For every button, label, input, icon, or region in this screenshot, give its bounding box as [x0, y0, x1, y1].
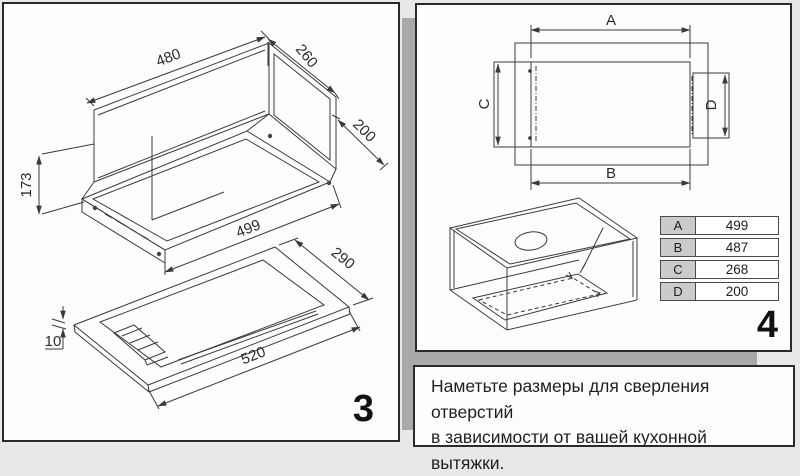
- body-dimensions: 480 260 200 173 499: [18, 30, 389, 275]
- figure4-drawing: A B C D: [448, 12, 730, 331]
- plan-label-a: A: [606, 12, 616, 29]
- drill-plan: [493, 42, 730, 166]
- dim-body-depth-right: 200: [349, 116, 379, 146]
- figure3-drawing: 480 260 200 173 499: [18, 30, 389, 410]
- glass-panel-dimensions: 10 290 520: [45, 237, 374, 410]
- dim-panel-thickness: 10: [45, 333, 62, 350]
- marking-pencil-icon: [579, 227, 604, 274]
- table-row: C 268: [660, 260, 780, 279]
- table-key: C: [660, 260, 695, 279]
- table-key: D: [660, 282, 695, 301]
- plan-label-d: D: [703, 99, 720, 110]
- plan-label-c: C: [476, 98, 493, 109]
- table-value: 499: [695, 216, 779, 235]
- hood-body-outline: [80, 41, 337, 264]
- dimension-table: A 499 B 487 C 268 D 200: [660, 216, 780, 304]
- dim-panel-depth: 290: [328, 244, 358, 273]
- table-key: A: [660, 216, 695, 235]
- glass-panel-outline: [73, 246, 351, 393]
- drill-plan-dimensions: A B C D: [476, 12, 728, 190]
- table-value: 200: [695, 282, 779, 301]
- table-value: 487: [695, 238, 779, 257]
- figure4-number: 4: [756, 304, 778, 346]
- dim-body-width: 480: [154, 45, 183, 70]
- instruction-text: Наметьте размеры для сверления отверстий…: [431, 376, 710, 473]
- figure3-panel: 480 260 200 173 499: [2, 2, 400, 442]
- table-key: B: [660, 238, 695, 257]
- dim-body-depth-top: 260: [292, 41, 321, 71]
- table-value: 268: [695, 260, 779, 279]
- plan-label-b: B: [606, 165, 616, 182]
- figure3-number: 3: [352, 388, 374, 430]
- table-row: B 487: [660, 238, 780, 257]
- table-row: D 200: [660, 282, 780, 301]
- hood-marking-drawing: [448, 197, 639, 331]
- instruction-box: Наметьте размеры для сверления отверстий…: [413, 365, 795, 473]
- dim-body-height: 173: [18, 172, 35, 197]
- figure4-panel: A B C D: [415, 3, 792, 352]
- table-row: A 499: [660, 216, 780, 235]
